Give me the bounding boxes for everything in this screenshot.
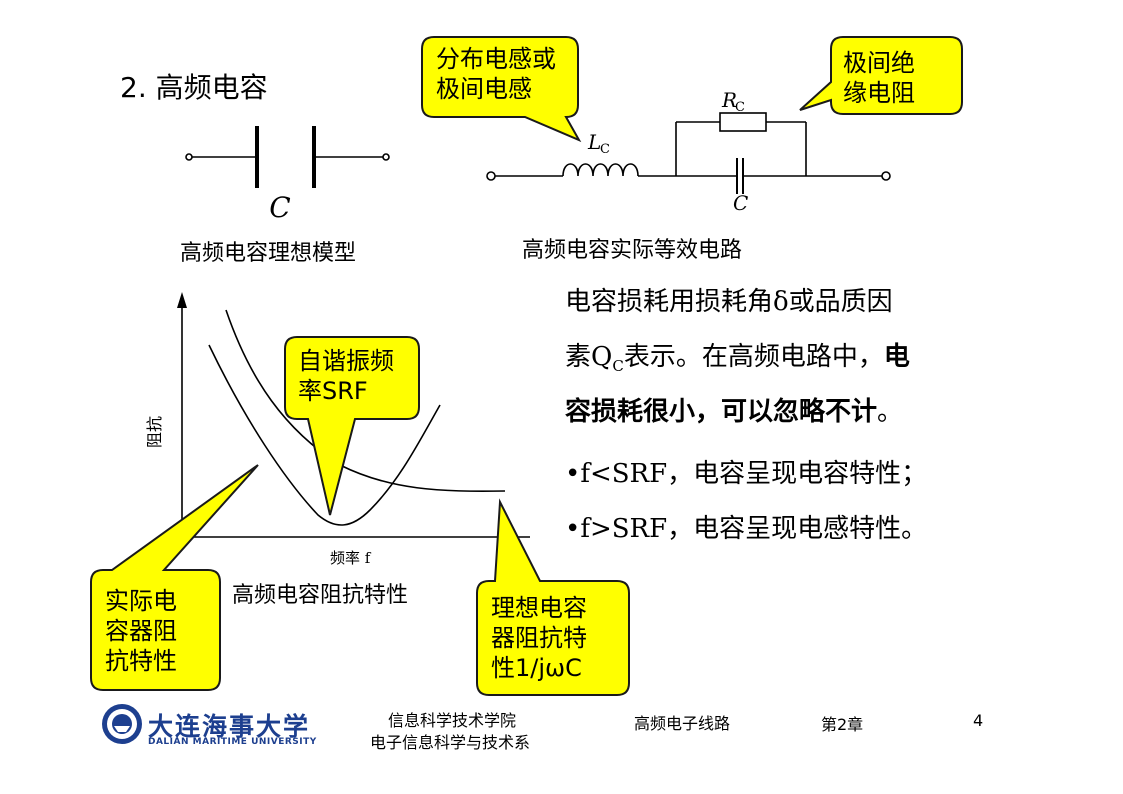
callout-ideal-impedance — [476, 498, 630, 696]
impedance-plot-caption: 高频电容阻抗特性 — [232, 583, 409, 608]
callout-insulation-resistance — [799, 36, 963, 115]
footer-page-number: 4 — [973, 711, 984, 730]
callout-insulation-line1: 极间绝 — [843, 49, 915, 77]
capacitor-label: C — [733, 191, 748, 215]
callout-actual-line3: 抗特性 — [105, 647, 177, 675]
text-line-3: 容损耗很小，可以忽略不计。 — [565, 397, 904, 427]
ideal-capacitor-symbol — [185, 126, 390, 188]
text-line-1: 电容损耗用损耗角δ或品质因 — [565, 287, 893, 317]
callout-srf-line2: 率SRF — [298, 377, 368, 405]
inductor-subscript: C — [600, 142, 610, 157]
callout-distributed-inductance — [421, 36, 582, 143]
university-name-cn: 大连海事大学 — [148, 712, 311, 741]
inductor-label: L — [587, 130, 601, 154]
callout-distributed-inductance-line1: 分布电感或 — [436, 45, 556, 73]
text-line-2: 素QC表示。在高频电路中，电 — [565, 342, 910, 376]
callout-insulation-line2: 缘电阻 — [843, 79, 915, 107]
resistor-subscript: C — [735, 100, 745, 115]
callout-actual-impedance — [90, 464, 259, 691]
equivalent-circuit — [486, 112, 891, 194]
ideal-capacitor-label: C — [269, 191, 290, 224]
footer-course: 高频电子线路 — [634, 714, 731, 733]
y-axis-arrow — [177, 292, 187, 308]
university-name-en: DALIAN MARITIME UNIVERSITY — [148, 737, 317, 747]
plot-xlabel: 频率 f — [330, 549, 372, 567]
slide-heading: 2. 高频电容 — [120, 71, 268, 104]
university-logo — [102, 704, 142, 744]
footer-dept-line2: 电子信息科学与技术系 — [370, 733, 531, 752]
ideal-model-caption: 高频电容理想模型 — [180, 241, 357, 266]
inductor-coil — [562, 163, 639, 177]
footer-dept-line1: 信息科学技术学院 — [388, 711, 517, 730]
callout-ideal-line3: 性1/jωC — [491, 654, 582, 682]
callout-distributed-inductance-line2: 极间电感 — [436, 75, 532, 103]
callout-srf — [284, 336, 420, 516]
callout-ideal-line1: 理想电容 — [491, 594, 587, 622]
callout-actual-line1: 实际电 — [105, 587, 177, 615]
resistor-symbol — [719, 112, 767, 132]
equivalent-circuit-caption: 高频电容实际等效电路 — [522, 238, 743, 263]
plot-ylabel: 阻抗 — [145, 416, 164, 448]
resistor-label: R — [721, 88, 737, 112]
footer-chapter: 第2章 — [821, 715, 864, 734]
callout-srf-line1: 自谐振频 — [298, 347, 394, 375]
callout-ideal-line2: 器阻抗特 — [491, 624, 587, 652]
bullet-above-srf: •f>SRF，电容呈现电感特性。 — [565, 514, 928, 544]
callout-actual-line2: 容器阻 — [105, 617, 177, 645]
bullet-below-srf: •f<SRF，电容呈现电容特性； — [565, 459, 928, 489]
actual-impedance-curve — [208, 344, 441, 526]
